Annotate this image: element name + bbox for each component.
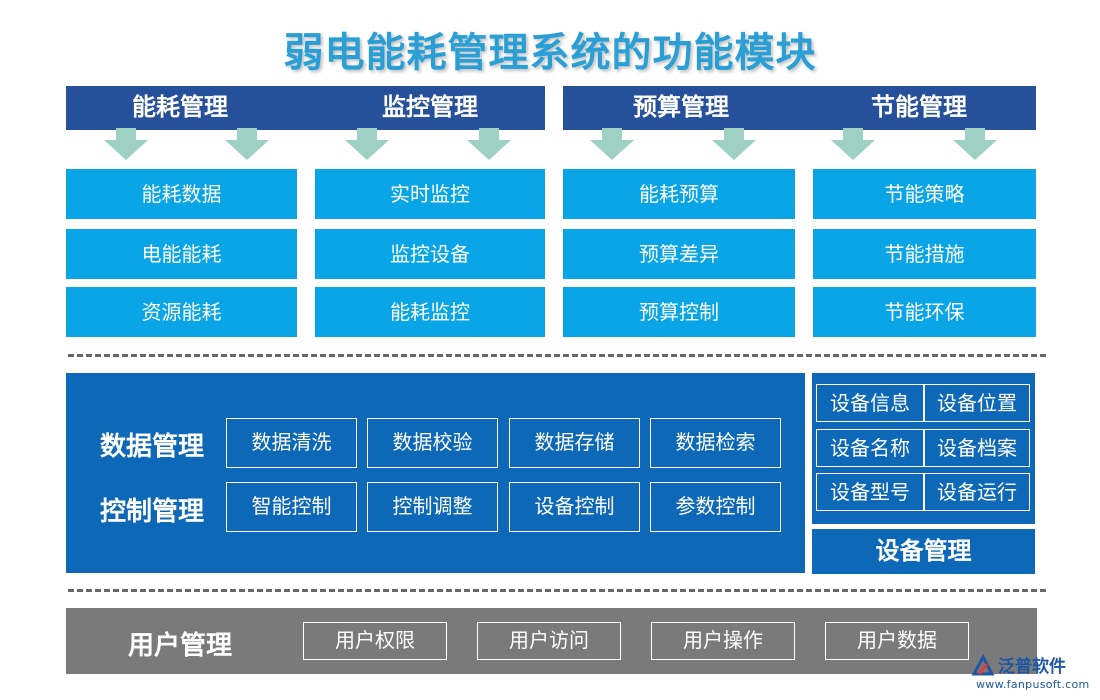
user-management-item: 用户操作 [651,622,795,660]
down-arrow-icon [953,128,997,160]
device-management-label: 设备管理 [812,529,1035,574]
control-management-item: 设备控制 [509,482,640,532]
device-management-item: 设备运行 [924,473,1030,511]
data-management-item: 数据检索 [650,418,781,468]
module-item: 实时监控 [315,169,545,219]
module-item: 能耗数据 [66,169,297,219]
module-item: 预算差异 [563,229,795,279]
section-divider [68,589,1046,592]
module-item: 节能措施 [813,229,1036,279]
section-divider [68,354,1046,357]
device-management-item: 设备位置 [924,384,1030,422]
module-item: 监控设备 [315,229,545,279]
module-item: 能耗预算 [563,169,795,219]
module-item: 节能环保 [813,287,1036,337]
device-management-item: 设备型号 [816,473,924,511]
control-management-item: 参数控制 [650,482,781,532]
data-control-panel [66,373,805,573]
device-management-item: 设备档案 [924,429,1030,467]
device-management-item: 设备名称 [816,429,924,467]
module-header-energy: 能耗管理 [132,93,228,121]
data-management-item: 数据清洗 [226,418,357,468]
data-management-item: 数据存储 [509,418,640,468]
down-arrow-icon [712,128,756,160]
module-header-saving: 节能管理 [871,93,967,121]
data-management-label: 数据管理 [100,432,205,462]
module-header-budget: 预算管理 [633,93,729,121]
control-management-label: 控制管理 [100,497,205,527]
control-management-item: 智能控制 [226,482,357,532]
logo-url: www.fanpusoft.com [976,678,1090,691]
control-management-item: 控制调整 [367,482,498,532]
brand-logo: 泛普软件 www.fanpusoft.com [970,650,1095,695]
module-item: 节能策略 [813,169,1036,219]
user-management-item: 用户访问 [477,622,621,660]
module-item: 资源能耗 [66,287,297,337]
device-management-item: 设备信息 [816,384,924,422]
down-arrow-icon [345,128,389,160]
down-arrow-icon [590,128,634,160]
user-management-label: 用户管理 [128,631,233,661]
down-arrow-icon [831,128,875,160]
user-management-item: 用户权限 [303,622,447,660]
diagram-title: 弱电能耗管理系统的功能模块 [283,30,817,76]
user-management-item: 用户数据 [825,622,969,660]
module-header-monitor: 监控管理 [382,93,478,121]
header-bar-left: 能耗管理 监控管理 [66,86,545,130]
header-bar-right: 预算管理 节能管理 [563,86,1036,130]
down-arrow-icon [104,128,148,160]
logo-name: 泛普软件 [998,657,1066,677]
down-arrow-icon [225,128,269,160]
module-item: 电能能耗 [66,229,297,279]
data-management-item: 数据校验 [367,418,498,468]
module-item: 预算控制 [563,287,795,337]
logo-mark-icon [971,654,995,676]
module-item: 能耗监控 [315,287,545,337]
down-arrow-icon [467,128,511,160]
